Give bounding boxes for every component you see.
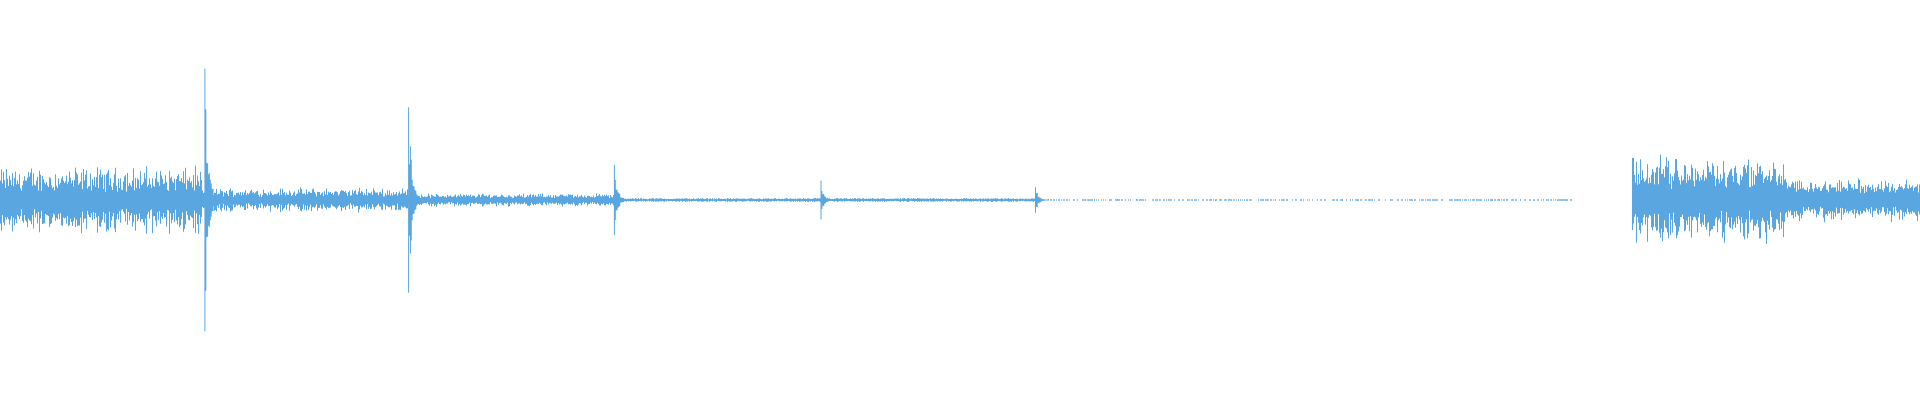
waveform-spike: [820, 180, 833, 220]
waveform-envelope: [0, 154, 1920, 244]
waveform-spike: [204, 68, 217, 332]
waveform-spike: [613, 164, 626, 236]
waveform-spike: [408, 107, 420, 293]
waveform-spike: [1035, 187, 1047, 213]
waveform-spikes: [204, 68, 1047, 332]
waveform-body: [0, 154, 1920, 244]
